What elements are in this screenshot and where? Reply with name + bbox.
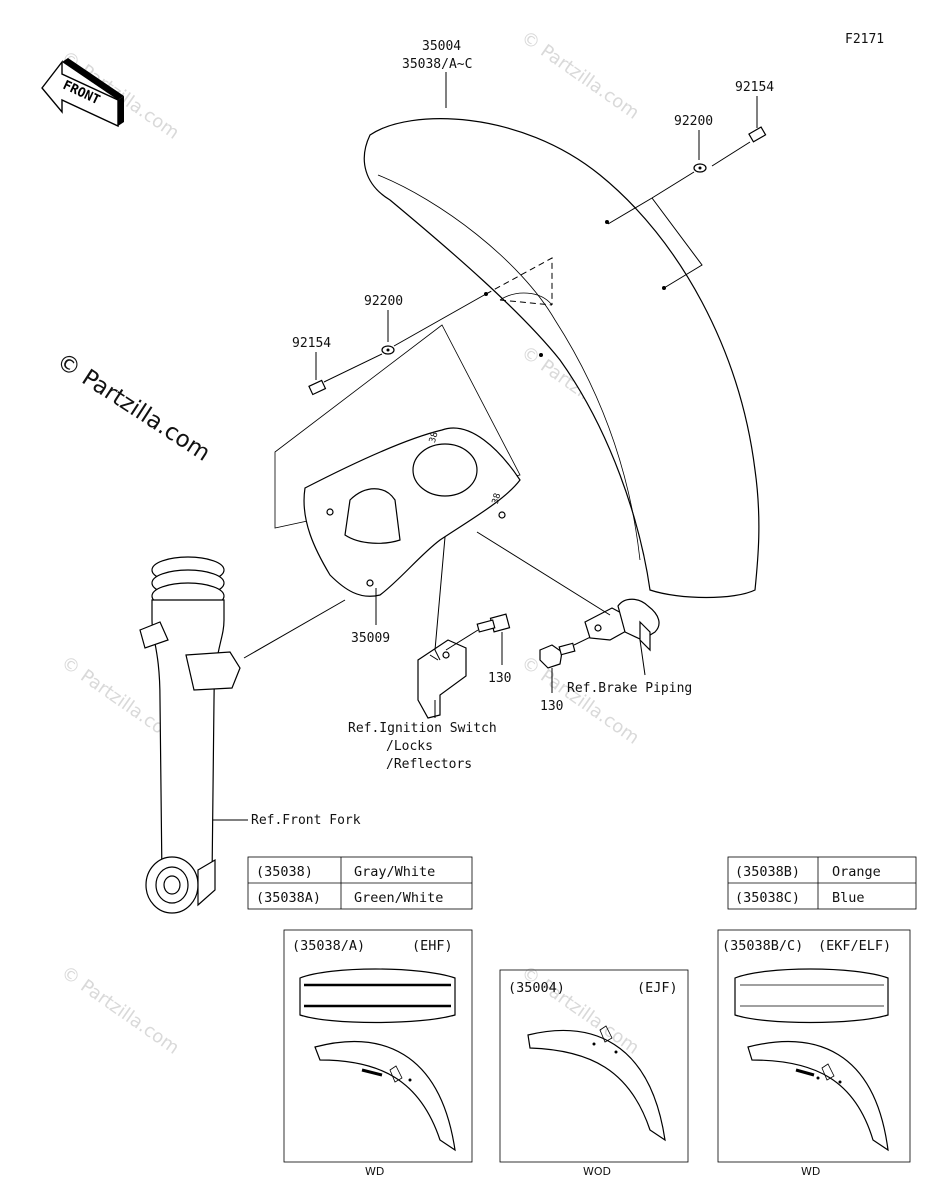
front-fork — [139, 556, 241, 914]
variant-part: (35038/A) — [292, 938, 365, 954]
watermark-text: © Partzilla.com — [517, 652, 643, 749]
table-cell-code: (35038A) — [256, 890, 321, 906]
variant-box-ejf: (35004) (EJF) WOD — [499, 969, 689, 1178]
ref-front-fork: Ref.Front Fork — [251, 813, 361, 828]
color-table-left: (35038) Gray/White (35038A) Green/White — [247, 856, 473, 910]
part-number-92200-left: 92200 — [364, 294, 403, 309]
variant-part: (35038B/C) — [722, 938, 803, 954]
ref-brake-piping: Ref.Brake Piping — [567, 681, 692, 696]
ref-ignition-locks: /Locks — [386, 739, 433, 754]
variant-box-ekf-elf: (35038B/C) (EKF/ELF) WD — [717, 929, 911, 1178]
bolt-130-a-icon — [476, 613, 511, 633]
table-cell-code: (35038B) — [735, 864, 800, 880]
table-cell-color: Green/White — [354, 890, 443, 906]
table-cell-code: (35038) — [256, 864, 313, 880]
part-number-92154-right: 92154 — [735, 80, 774, 95]
variant-model: (EJF) — [637, 980, 678, 996]
ref-ignition-switch: Ref.Ignition Switch — [348, 721, 497, 736]
bolt-130-b-icon — [539, 642, 576, 669]
part-number-35004: 35004 — [422, 39, 461, 54]
part-number-35038: 35038/A~C — [402, 57, 472, 72]
bolt-right-icon — [711, 126, 767, 167]
watermark-text: © Partzilla.com — [57, 962, 183, 1059]
variant-model: (EKF/ELF) — [818, 938, 891, 954]
variant-caption: WOD — [583, 1165, 611, 1178]
variant-model: (EHF) — [412, 938, 453, 954]
part-number-92154-left: 92154 — [292, 336, 331, 351]
table-cell-code: (35038C) — [735, 890, 800, 906]
table-cell-color: Blue — [832, 890, 865, 906]
watermark-text: © Partzilla.com — [517, 27, 643, 124]
figure-code: F2171 — [845, 32, 884, 47]
variant-box-ehf: (35038/A) (EHF) WD — [283, 929, 473, 1178]
svg-text:38: 38 — [491, 492, 503, 505]
svg-text:38: 38 — [428, 431, 440, 444]
part-number-92200-right: 92200 — [674, 114, 713, 129]
table-cell-color: Orange — [832, 864, 881, 880]
part-number-130-b: 130 — [540, 699, 563, 714]
ref-ignition-reflectors: /Reflectors — [386, 757, 472, 772]
color-table-right: (35038B) Orange (35038C) Blue — [727, 856, 917, 910]
variant-caption: WD — [365, 1165, 384, 1178]
bolt-left-icon — [308, 379, 327, 396]
bracket-35009: 38 38 — [274, 324, 521, 597]
table-cell-color: Gray/White — [354, 864, 435, 880]
part-number-130-a: 130 — [488, 671, 511, 686]
part-number-35009: 35009 — [351, 631, 390, 646]
variant-caption: WD — [801, 1165, 820, 1178]
ignition-bracket — [417, 639, 467, 719]
watermark-main: © Partzilla.com — [52, 348, 215, 466]
brake-piping-clamp — [584, 598, 660, 652]
variant-part: (35004) — [508, 980, 565, 996]
front-arrow-icon: FRONT — [41, 58, 124, 128]
